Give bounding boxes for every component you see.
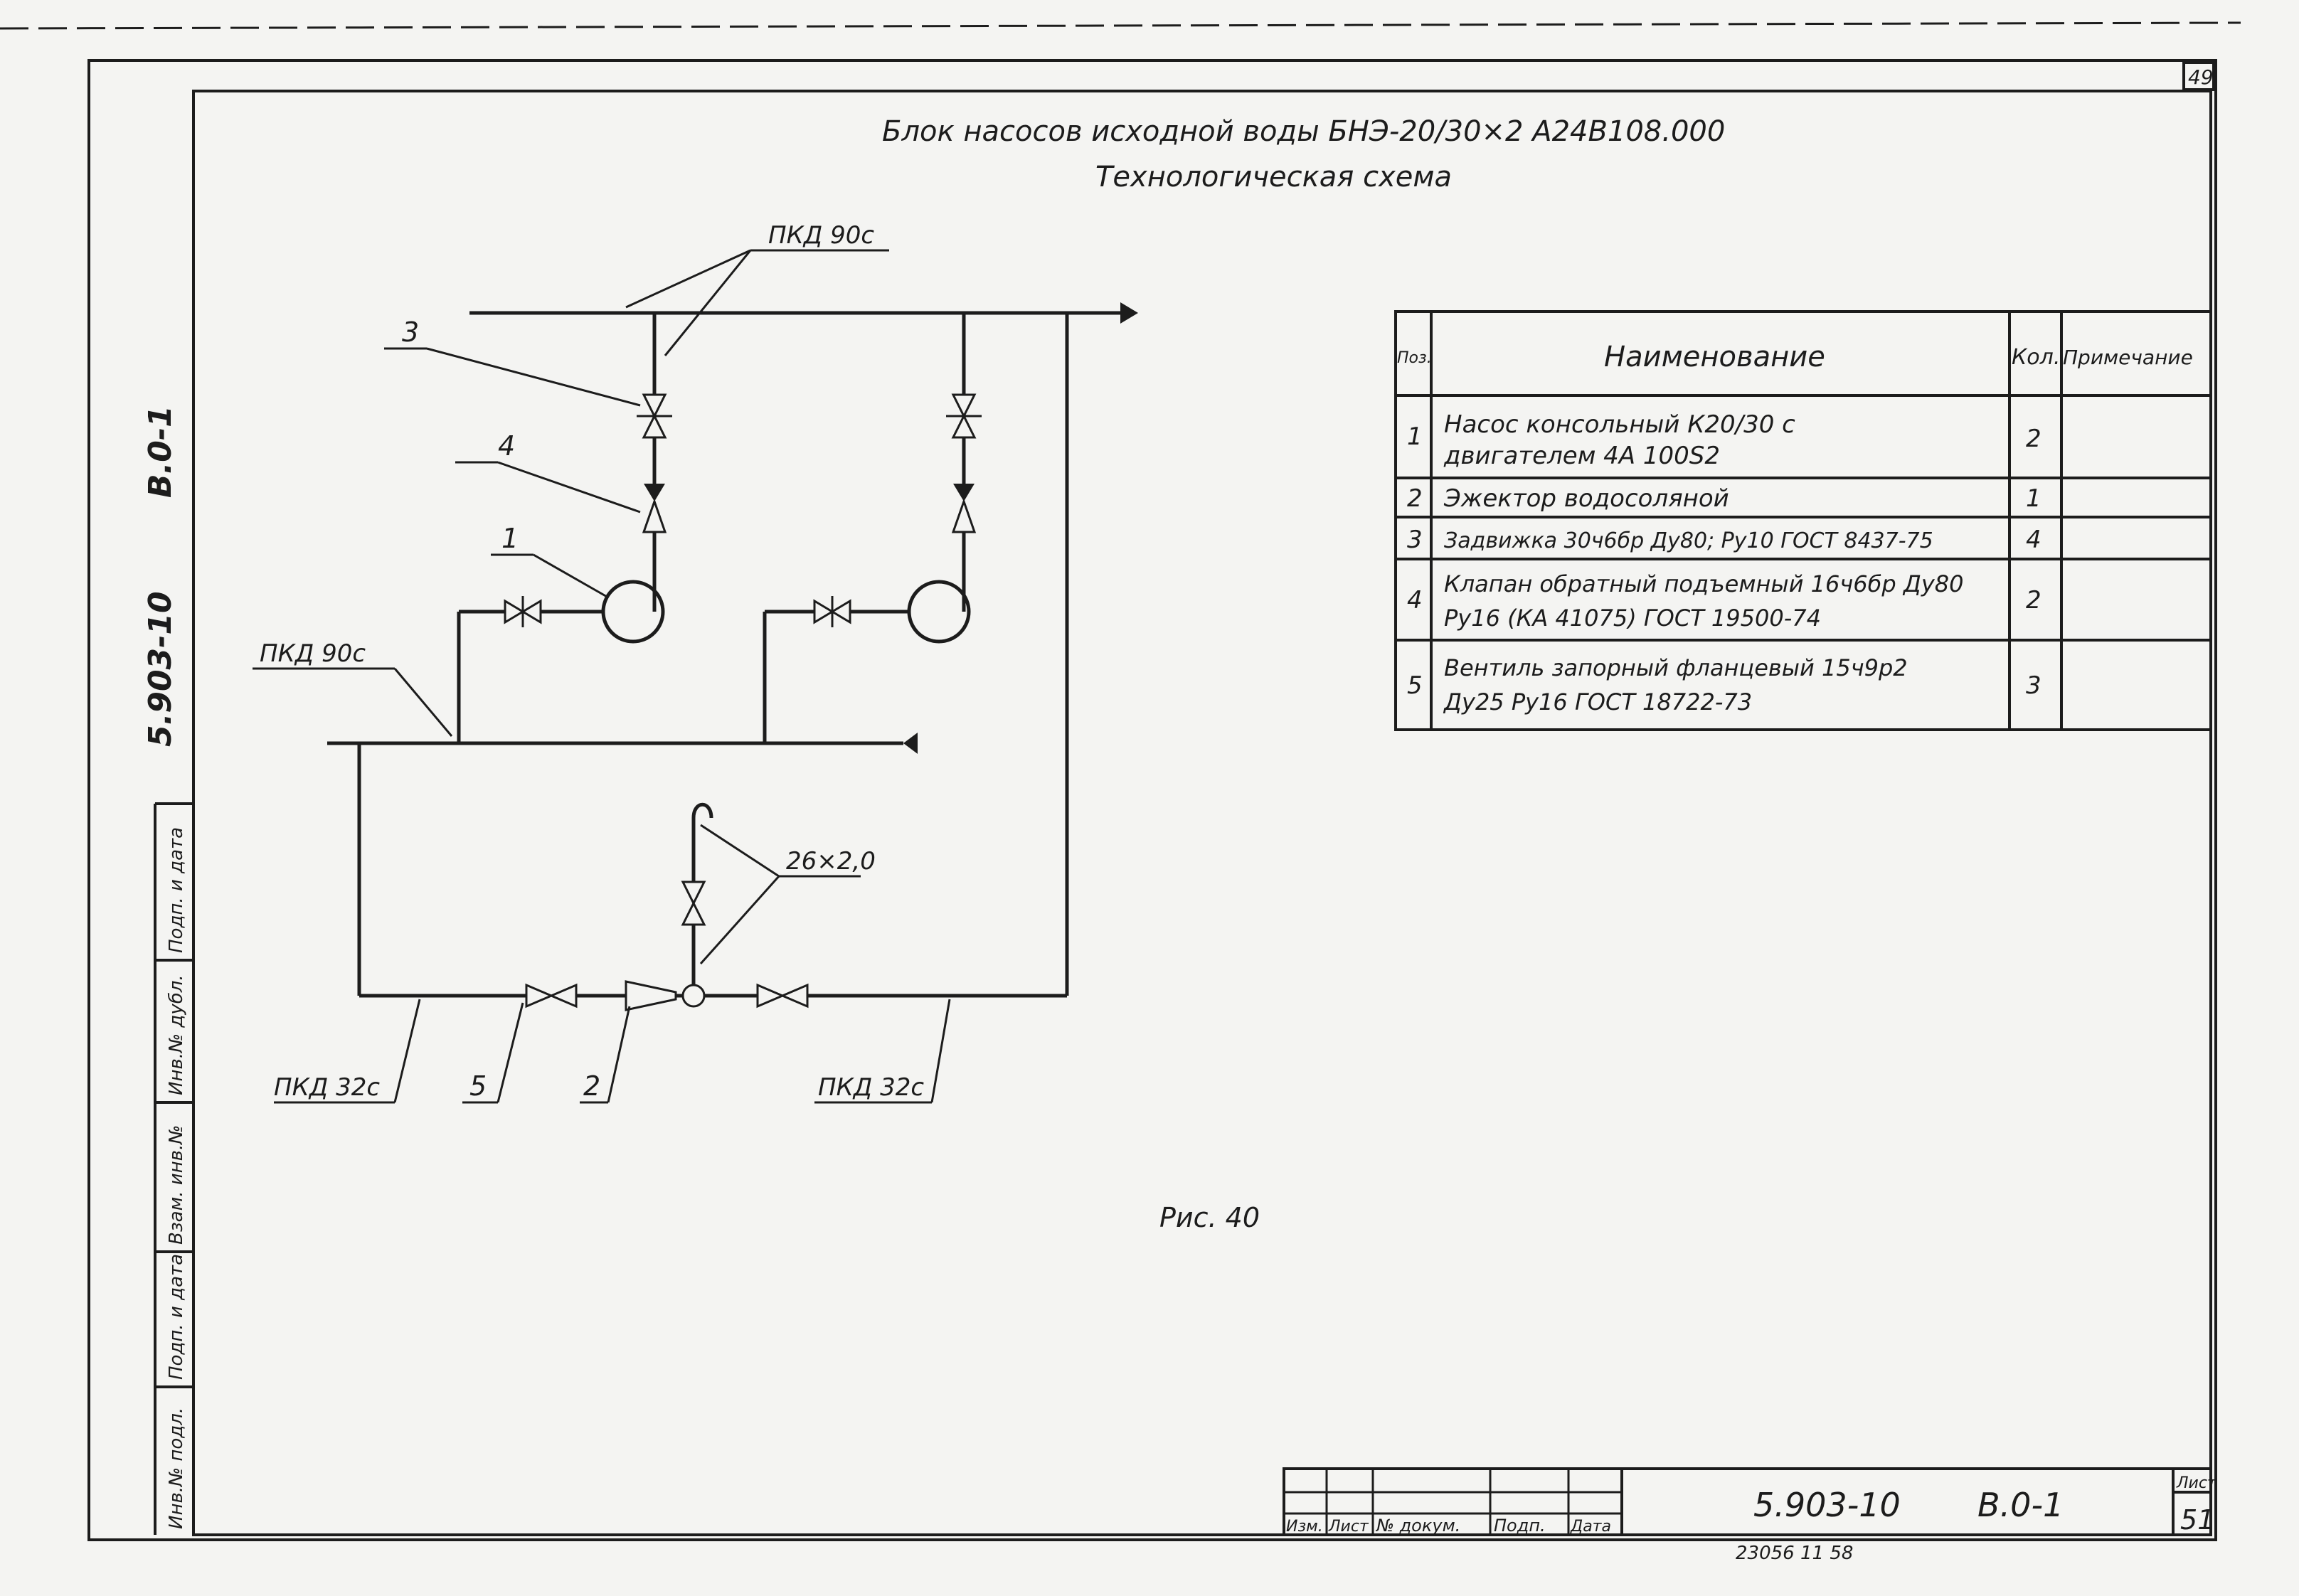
- row5-pos: 5: [1407, 671, 1423, 700]
- stamp-cell-2: Подп. и дата: [166, 1254, 187, 1380]
- tb-bottom-line: 23056 11 58: [1736, 1543, 1853, 1564]
- label-pipe-26x2: 26×2,0: [786, 847, 876, 876]
- row1-name1: Насос консольный К20/30 с: [1444, 410, 1795, 439]
- row3-name1: Задвижка 30ч6бр Ду80; Ру10 ГОСТ 8437-75: [1444, 528, 1933, 553]
- table-header-pos: Поз.: [1397, 349, 1432, 367]
- spec-table-grid: [1394, 310, 2212, 731]
- table-header-qty: Кол.: [2012, 345, 2060, 370]
- label-pkd90c-left: ПКД 90с: [260, 639, 366, 668]
- table-header-note: Примечание: [2063, 346, 2193, 369]
- stamp-cell-1: Инв.№ подл.: [166, 1408, 187, 1529]
- row5-name2: Ду25 Ру16 ГОСТ 18722-73: [1443, 688, 1752, 715]
- row2-qty: 1: [2026, 484, 2042, 513]
- stamp-cell-5: Подп. и дата: [166, 827, 187, 953]
- figure-caption: Рис. 40: [1159, 1202, 1260, 1233]
- sheet-frame: [0, 21, 2241, 1541]
- drawing-title: Блок насосов исходной воды БНЭ-20/30×2 А…: [882, 115, 1725, 148]
- row2-name1: Эжектор водосоляной: [1443, 484, 1729, 513]
- row4-qty: 2: [2026, 586, 2042, 615]
- stamp-cell-3: Взам. инв.№: [166, 1125, 187, 1245]
- tb-col-doc: № докум.: [1375, 1516, 1460, 1536]
- label-pos2: 2: [583, 1070, 600, 1102]
- table-header-name: Наименование: [1604, 341, 1825, 373]
- tb-col-data: Дата: [1570, 1518, 1611, 1536]
- row2-pos: 2: [1407, 484, 1423, 513]
- row4-pos: 4: [1407, 586, 1423, 615]
- row5-name1: Вентиль запорный фланцевый 15ч9р2: [1444, 654, 1908, 681]
- row4-name2: Ру16 (КА 41075) ГОСТ 19500-74: [1444, 605, 1821, 632]
- label-pkd32c-left: ПКД 32с: [274, 1073, 380, 1102]
- tb-sheet-label: Лист: [2176, 1474, 2217, 1492]
- tb-album: В.0-1: [1977, 1486, 2064, 1524]
- tb-col-izm: Изм.: [1286, 1518, 1323, 1536]
- tb-col-list: Лист: [1328, 1518, 1369, 1536]
- label-pos4: 4: [498, 430, 515, 462]
- row5-qty: 3: [2026, 671, 2042, 700]
- title-block-grid: [1283, 1467, 2212, 1536]
- drawing-subtitle: Технологическая схема: [1095, 161, 1452, 193]
- row1-qty: 2: [2026, 425, 2042, 453]
- tb-sheet-number: 51: [2180, 1504, 2214, 1536]
- row4-name1: Клапан обратный подъемный 16ч6бр Ду80: [1444, 570, 1964, 597]
- corner-number: 49: [2188, 65, 2214, 89]
- label-pkd90c-top: ПКД 90с: [768, 221, 874, 250]
- label-pos3: 3: [402, 316, 419, 348]
- tb-doc-code: 5.903-10: [1753, 1486, 1901, 1524]
- row1-name2: двигателем 4А 100S2: [1443, 442, 1720, 470]
- side-code-right: В.0-1: [142, 405, 179, 498]
- label-pkd32c-right: ПКД 32с: [818, 1073, 924, 1102]
- label-pos5: 5: [469, 1070, 487, 1102]
- stamp-cell-4: Инв.№ дубл.: [166, 974, 187, 1095]
- side-code-left: 5.903-10: [142, 591, 179, 747]
- row1-pos: 1: [1407, 422, 1423, 451]
- label-pos1: 1: [501, 523, 519, 554]
- left-stamp-strip: [154, 802, 195, 1535]
- row3-pos: 3: [1407, 526, 1423, 554]
- row3-qty: 4: [2026, 526, 2042, 554]
- schematic: [253, 249, 1138, 1104]
- tb-col-podp: Подп.: [1494, 1516, 1546, 1536]
